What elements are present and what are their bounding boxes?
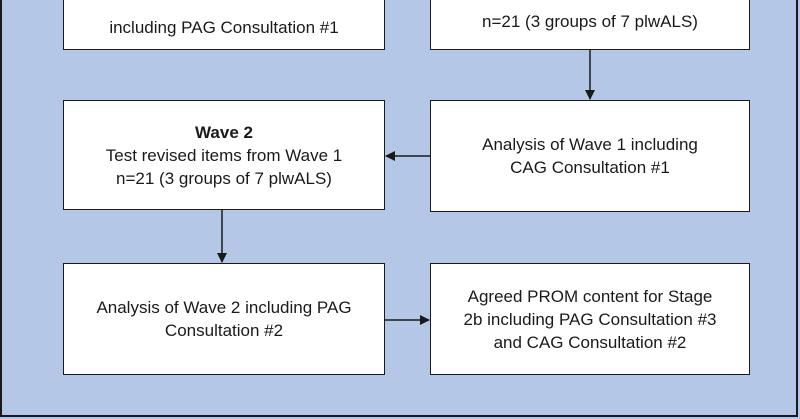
box-line: including PAG Consultation #1 [109, 18, 339, 37]
box-line: Analysis of Wave 2 including PAG [96, 298, 352, 317]
box-line: CAG Consultation #1 [510, 158, 670, 177]
box-line: Analysis of Wave 1 including [482, 135, 698, 154]
box-line: and CAG Consultation #2 [493, 332, 687, 352]
box-analysis-wave2: Analysis of Wave 2 including PAG Consult… [63, 263, 385, 375]
box-wave1-analysis-partial: including PAG Consultation #1 [63, 0, 385, 50]
box-line: 2b including PAG Consultation #3 [463, 309, 717, 329]
box-line: Agreed PROM content for Stage [467, 286, 713, 306]
box-wave1-partial: n=21 (3 groups of 7 plwALS) [430, 0, 750, 50]
box-line: Consultation #2 [164, 321, 284, 340]
box-line: Test revised items from Wave 1 [105, 145, 343, 165]
box-wave2: Wave 2 Test revised items from Wave 1 n=… [63, 100, 385, 210]
box-line: n=21 (3 groups of 7 plwALS) [116, 168, 332, 188]
box-title: Wave 2 [195, 122, 253, 142]
box-agreed-prom: Agreed PROM content for Stage 2b includi… [430, 263, 750, 375]
box-line: n=21 (3 groups of 7 plwALS) [482, 12, 698, 31]
box-analysis-wave1: Analysis of Wave 1 including CAG Consult… [430, 100, 750, 212]
